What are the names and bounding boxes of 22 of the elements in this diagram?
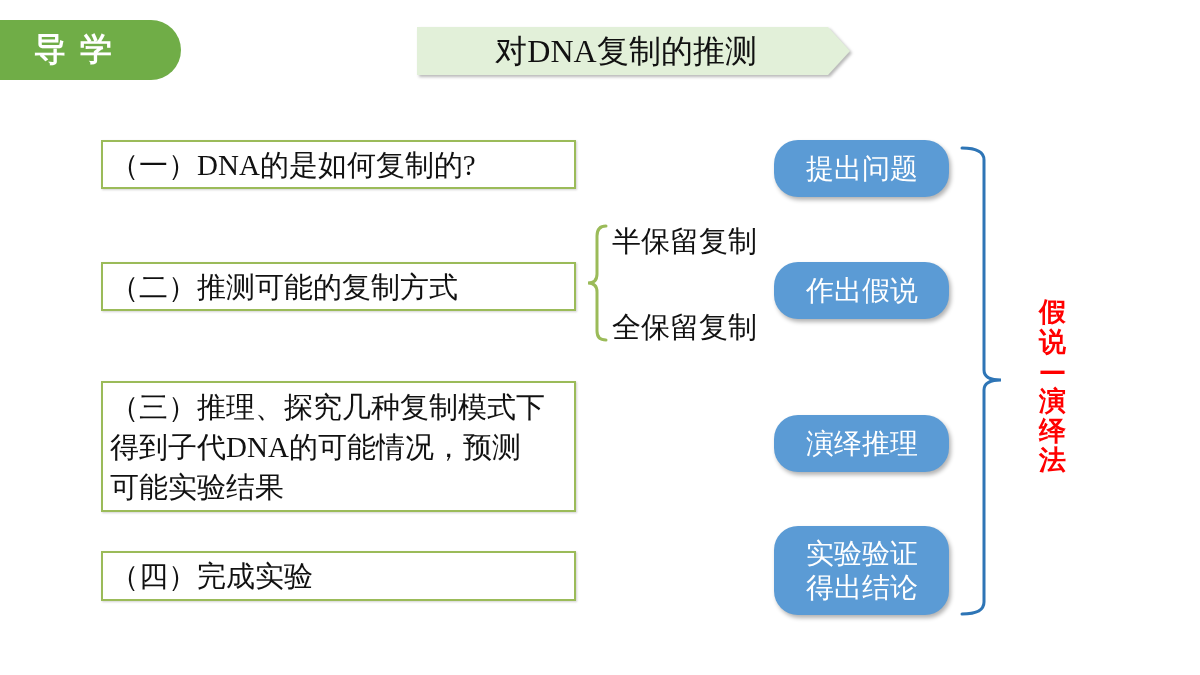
step-text: （一）DNA的是如何复制的?	[110, 147, 476, 183]
step-pill	[774, 140, 949, 197]
option-text: 半保留复制	[612, 224, 757, 258]
step-text: （二）推测可能的复制方式	[110, 269, 458, 305]
method-label: 假说—演绎法	[1039, 297, 1066, 476]
step-box	[101, 551, 576, 601]
option-text: 全保留复制	[612, 310, 757, 344]
pill-label: 作出假说	[805, 273, 918, 308]
step-box	[101, 262, 576, 311]
title-text: 对DNA复制的推测	[495, 32, 757, 71]
pill-label: 提出问题	[805, 151, 918, 186]
pill-label: 演绎推理	[805, 426, 918, 461]
step-pill	[774, 526, 949, 615]
step-box	[101, 381, 576, 512]
tab-label: 导学	[34, 32, 126, 68]
step-pill	[774, 415, 949, 472]
pill-label: 实验验证得出结论	[804, 536, 919, 605]
step-text: （四）完成实验	[110, 559, 313, 594]
step-text: （三）推理、探究几种复制模式下得到子代DNA的可能情况，预测可能实验结果	[110, 389, 546, 505]
step-box	[101, 140, 576, 189]
step-pill	[774, 262, 949, 319]
section-tab	[0, 20, 181, 80]
